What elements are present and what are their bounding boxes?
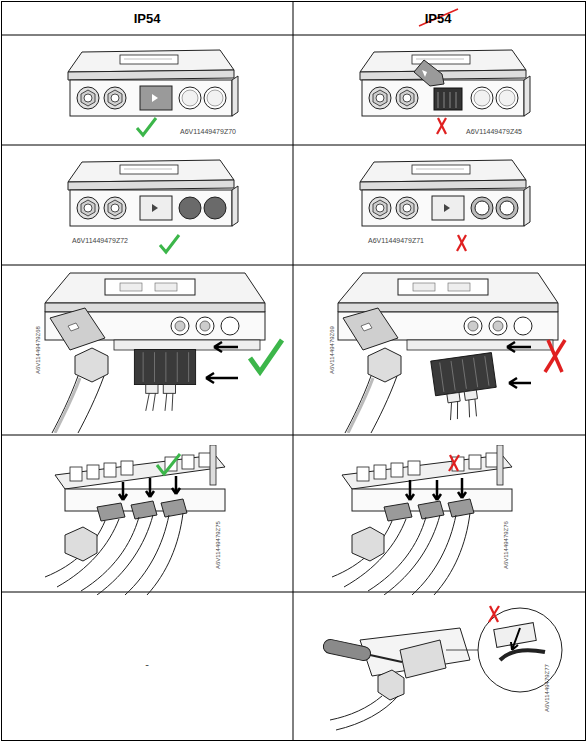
column-header: IP54: [134, 12, 161, 25]
cable-clamps-correct: [45, 445, 225, 595]
housing-cover-closed: [68, 50, 238, 116]
housing-plugs-missing: [360, 160, 530, 226]
screwdriver-cable: [322, 608, 562, 730]
check-mark: [250, 340, 282, 372]
connector-not-inserted: [338, 273, 558, 433]
cable-clamps-wrong: [332, 445, 512, 595]
drawing-number: A6V11449479Z69: [329, 326, 335, 374]
drawing-number: A6V11449479Z71: [368, 237, 424, 244]
drawing-number: A6V11449479Z75: [215, 521, 221, 569]
table-cell: -: [145, 659, 149, 670]
housing-plugs-fitted: [68, 160, 238, 226]
drawing-number: A6V11449479Z68: [35, 326, 41, 374]
strike-line: [419, 9, 458, 26]
check-mark: [157, 454, 180, 474]
drawing-number: A6V11449479Z70: [180, 128, 236, 135]
drawing-number: A6V11449479Z77: [544, 664, 550, 712]
cross-mark: [457, 235, 466, 251]
check-mark: [160, 235, 179, 252]
cross-mark: [545, 340, 565, 372]
cross-mark: [489, 606, 499, 622]
check-mark: [137, 118, 156, 135]
drawing-number: A6V11449479Z45: [466, 128, 522, 135]
drawing-number: A6V11449479Z72: [72, 237, 128, 244]
drawing-number: A6V11449479Z76: [503, 521, 509, 569]
cross-mark: [437, 118, 446, 134]
column-header: IP54: [425, 12, 452, 25]
connector-inserted: [45, 273, 265, 433]
housing-cover-open: [360, 50, 530, 116]
cross-mark: [449, 455, 459, 471]
